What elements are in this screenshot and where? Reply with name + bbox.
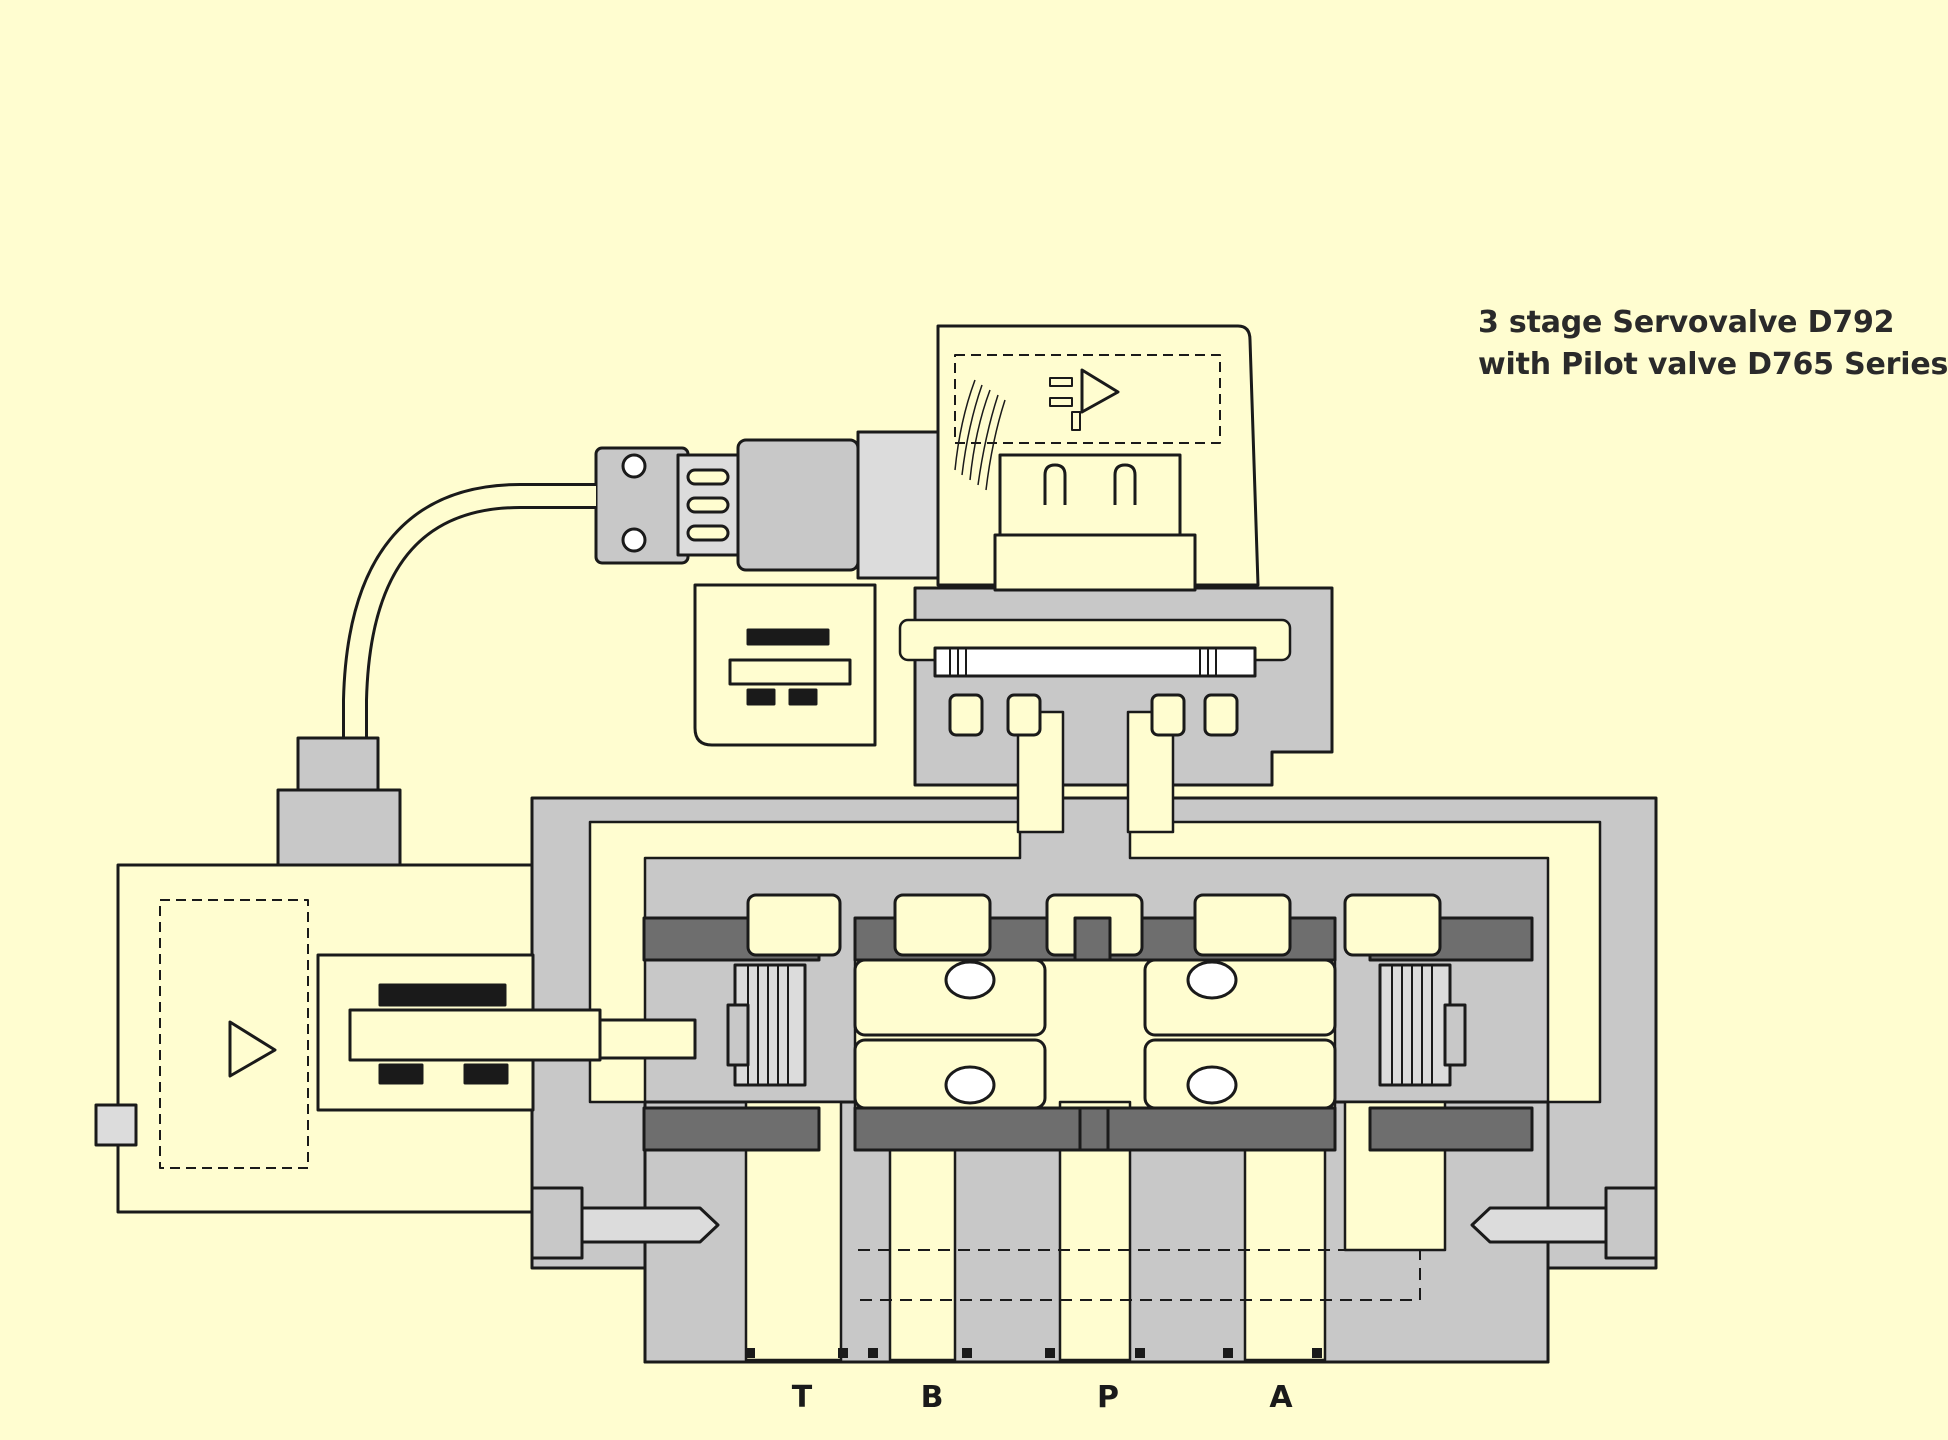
pilot-spool: [933, 646, 1257, 678]
port-label-a: A: [1269, 1380, 1293, 1415]
title-line-2: with Pilot valve D765 Series: [1478, 347, 1948, 382]
side-connector-base: [276, 788, 402, 872]
pilot-motor-base: [993, 533, 1197, 592]
pilot-armature: [728, 658, 852, 686]
spool-hole-4: [1186, 1065, 1238, 1105]
sleeve-lower-left: [642, 1106, 821, 1152]
spool-land-5: [1343, 893, 1442, 957]
spool-section-right: [1143, 958, 1337, 1037]
spool-hole-2: [1186, 960, 1238, 1000]
right-spring-pack: [1378, 963, 1452, 1087]
spool-section-right-lower: [1143, 1038, 1337, 1110]
left-end-stop: [726, 1003, 750, 1067]
port-label-b: B: [921, 1380, 944, 1415]
spool-section-left: [853, 958, 1047, 1037]
right-return-passage: [1128, 820, 1602, 1104]
connector-cable: [342, 483, 596, 740]
side-circuit-board: [159, 899, 309, 1169]
right-screw-shaft: [1470, 1206, 1608, 1244]
spool-land-1: [746, 893, 842, 957]
right-screw-head: [1604, 1186, 1658, 1260]
left-screw-shaft: [580, 1206, 720, 1244]
port-label-p: P: [1097, 1380, 1119, 1415]
center-land-mark: [1073, 916, 1112, 962]
diagram-title: 3 stage Servovalve D792 with Pilot valve…: [1478, 302, 1948, 386]
top-amplifier-symbol: [1080, 368, 1120, 414]
pilot-motor-block: [998, 453, 1182, 542]
drain-line-dashed: [858, 1249, 1421, 1301]
spool-land-4: [1193, 893, 1292, 957]
linear-motor-coil-top: [378, 983, 507, 1007]
pilot-coil-top: [746, 628, 830, 646]
null-adjust-screw: [94, 1103, 138, 1147]
title-line-1: 3 stage Servovalve D792: [1478, 305, 1895, 340]
spool-land-2: [893, 893, 992, 957]
linear-motor-armature: [348, 1008, 602, 1062]
port-label-t: T: [792, 1380, 813, 1415]
right-end-stop: [1443, 1003, 1467, 1067]
pilot-valve-body: [913, 586, 1334, 787]
side-connector-body: [296, 736, 380, 795]
center-land-mark-lower: [1078, 1106, 1110, 1152]
left-screw-head: [530, 1186, 584, 1260]
spool-hole-1: [944, 960, 996, 1000]
side-amplifier-symbol: [228, 1020, 277, 1078]
spool-hole-3: [944, 1065, 996, 1105]
top-connector: [594, 430, 940, 580]
sleeve-lower-right: [1368, 1106, 1534, 1152]
armature-rod: [598, 1018, 697, 1060]
top-circuit-board: [954, 354, 1221, 444]
